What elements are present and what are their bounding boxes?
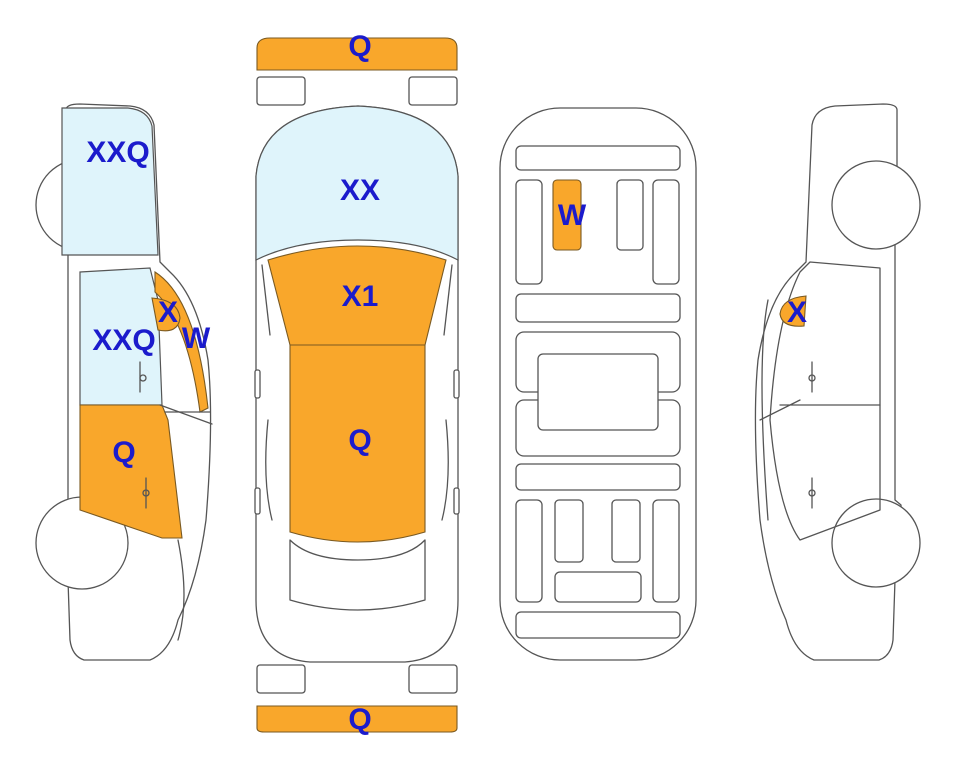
right-mirror-top [453, 369, 460, 399]
underbody-rear-right-rail [652, 499, 680, 603]
underbody-rear-part-left [554, 499, 584, 563]
right-front-wheel [831, 160, 921, 250]
left-side-view: XXQ XXQ X W Q [35, 103, 213, 661]
underbody-muffler [554, 571, 642, 603]
left-front-door-panel [79, 267, 163, 406]
right-pillar-line [761, 299, 769, 521]
roof-label: X1 [342, 280, 379, 313]
rear-left-light [256, 664, 306, 694]
top-a-pillars [261, 264, 453, 336]
left-rear-door-label: Q [112, 436, 135, 469]
underbody-rear-beam [515, 611, 681, 639]
underbody-damaged-part [552, 179, 582, 251]
underbody-view: W [499, 107, 697, 661]
right-side-view: X [754, 103, 921, 661]
rear-bumper-label: Q [348, 703, 371, 736]
left-mirror-label: X [158, 296, 178, 329]
underbody-part-label: W [558, 199, 587, 232]
hood-label: XX [340, 174, 380, 207]
roof-panel [267, 245, 447, 346]
right-rear-handle-icon [808, 489, 816, 497]
left-front-door-label: XXQ [92, 324, 155, 357]
top-rear-windows [265, 419, 449, 521]
left-handle-top [254, 487, 261, 515]
underbody-front-beam [515, 145, 681, 171]
left-mirror-top [254, 369, 261, 399]
underbody-left-rail [515, 179, 543, 285]
trunk-lid-panel [289, 344, 426, 543]
underbody-crossmember-2 [515, 463, 681, 491]
right-mirror-panel [779, 295, 807, 327]
right-handle-top [453, 487, 460, 515]
left-body-outline [61, 103, 212, 661]
top-view: Q XX X1 Q Q [254, 30, 460, 736]
hood-panel [255, 105, 459, 261]
underbody-rear-left-rail [515, 499, 543, 603]
left-belt-line [159, 404, 213, 425]
trunk-label: Q [348, 424, 371, 457]
rear-bumper-panel [256, 705, 458, 733]
right-front-handle-icon [808, 374, 816, 382]
right-body-outline [754, 103, 902, 661]
left-front-fender-label: XXQ [86, 136, 149, 169]
left-rear-handle-icon [142, 489, 150, 497]
rear-window-outline [289, 539, 426, 611]
right-belt-line [759, 399, 881, 421]
left-front-handle-icon [139, 374, 147, 382]
underbody-right-rail [652, 179, 680, 285]
front-bumper-label: Q [348, 30, 371, 63]
front-left-light [256, 76, 306, 106]
left-front-fender-panel [61, 107, 159, 256]
right-rear-wheel [831, 498, 921, 588]
left-rear-arch-line [177, 539, 185, 641]
underbody-crossmember-1 [515, 293, 681, 323]
underbody-center-tunnel [537, 353, 659, 431]
front-bumper-panel [256, 37, 458, 71]
left-rear-door-panel [79, 404, 183, 539]
front-right-light [408, 76, 458, 106]
rear-right-light [408, 664, 458, 694]
left-a-pillar-label: W [182, 322, 211, 355]
left-mirror-panel [151, 297, 181, 332]
underbody-rear-part-right [611, 499, 641, 563]
right-mirror-label: X [787, 296, 807, 329]
underbody-part-right [616, 179, 644, 251]
